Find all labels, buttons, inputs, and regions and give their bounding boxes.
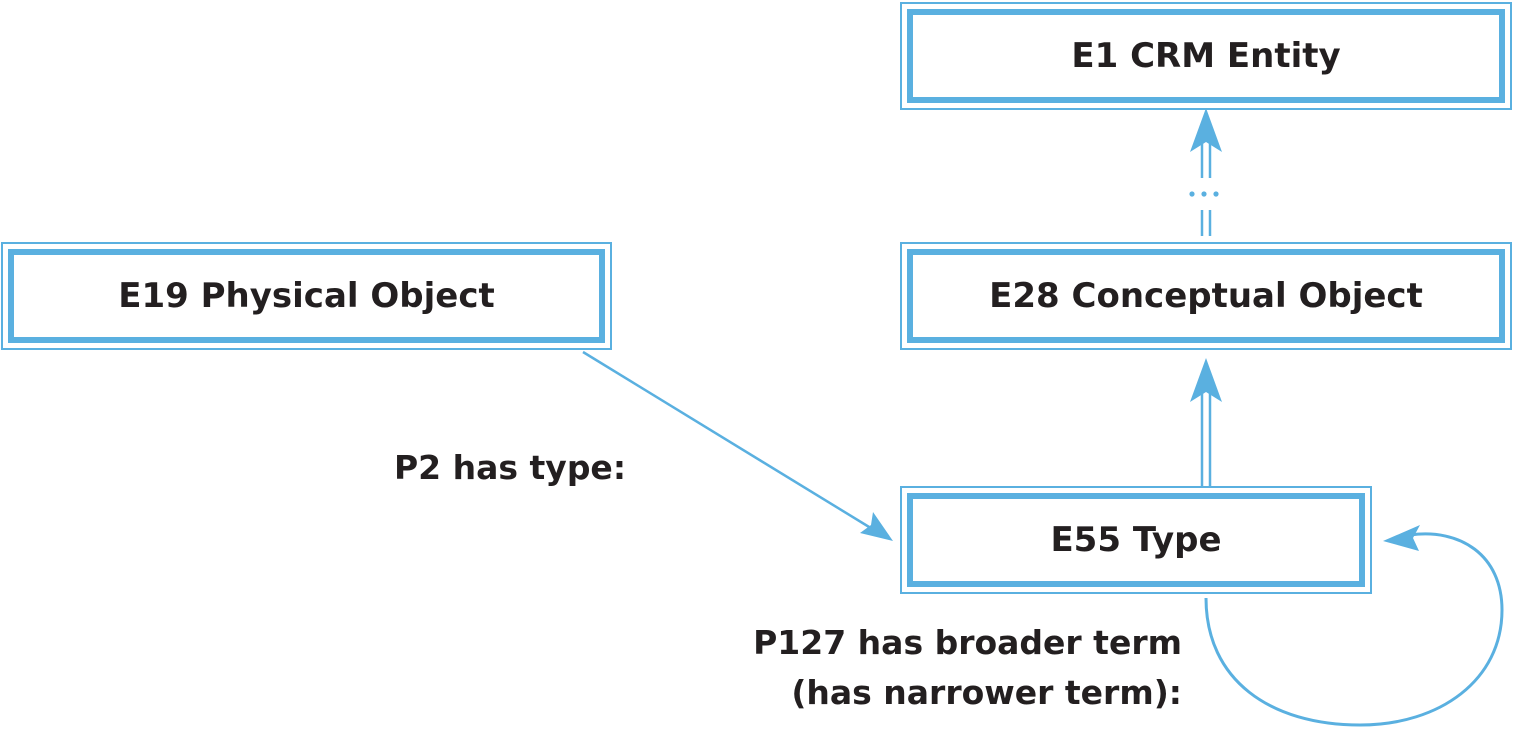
edge-label-p127-line2: (has narrower term): [791, 673, 1182, 712]
arrowhead-icon [1383, 525, 1420, 551]
node-e19-physical-object: E19 Physical Object [1, 242, 612, 350]
node-label: E28 Conceptual Object [989, 276, 1423, 316]
edge-p127-self-loop [1204, 525, 1504, 727]
node-label: E1 CRM Entity [1071, 36, 1341, 76]
arrowhead-icon [1190, 358, 1222, 402]
ellipsis-dot [1213, 191, 1219, 197]
edge-label-p2-text: P2 has type: [394, 448, 627, 487]
arrowhead-icon [1190, 108, 1222, 152]
node-e1-crm-entity: E1 CRM Entity [900, 2, 1512, 110]
node-frame: E1 CRM Entity [907, 9, 1505, 103]
node-e55-type: E55 Type [900, 486, 1372, 594]
node-frame: E28 Conceptual Object [907, 249, 1505, 343]
node-label: E55 Type [1050, 520, 1222, 560]
node-frame: E19 Physical Object [8, 249, 605, 343]
node-e28-conceptual-object: E28 Conceptual Object [900, 242, 1512, 350]
node-label: E19 Physical Object [118, 276, 495, 316]
edge-p2-has-type [582, 350, 893, 541]
edge-label-p127-line1: P127 has broader term [753, 623, 1182, 662]
edge-label-p127: P127 has broader term (has narrower term… [740, 618, 1182, 718]
edge-e55-to-e28 [1190, 358, 1222, 486]
edge-e28-to-e1 [1189, 108, 1222, 236]
edge-label-p2: P2 has type: [394, 443, 626, 493]
ellipsis-dot [1189, 191, 1195, 197]
arrowhead-icon [860, 512, 893, 541]
node-frame: E55 Type [907, 493, 1365, 587]
ellipsis-dot [1201, 191, 1207, 197]
